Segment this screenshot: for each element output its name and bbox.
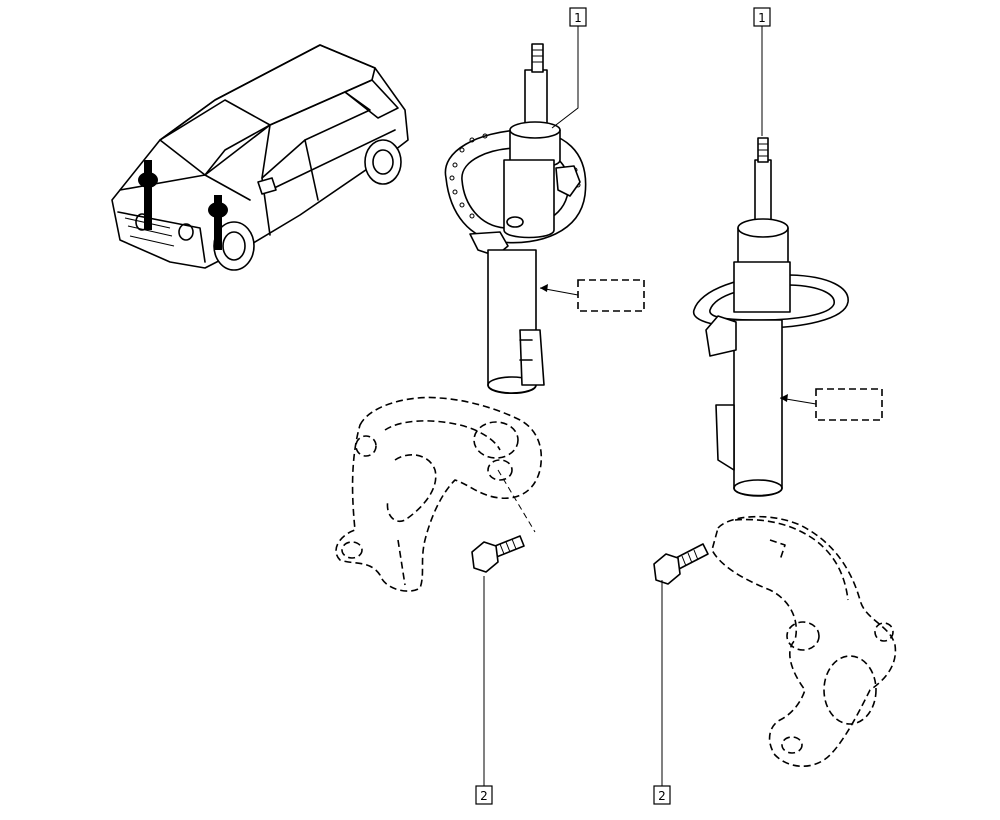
bolt-icon-right [653,543,709,585]
car-locator-icon [111,44,409,271]
bolt-icon [471,535,525,573]
reference-box-left [577,279,645,312]
strut-location-marker-left [138,160,158,230]
steering-knuckle-icon-right [711,515,897,767]
callout-2-right: 2 [653,785,671,805]
strut-location-marker-right [208,195,228,250]
callout-1-left: 1 [569,7,587,27]
steering-knuckle-icon [335,396,542,592]
reference-box-right [815,388,883,421]
svg-text:1: 1 [574,11,582,25]
svg-text:1: 1 [758,11,766,25]
svg-text:2: 2 [480,789,488,803]
callout-1-right: 1 [753,7,771,27]
shock-absorber-icon [444,43,645,394]
callout-2-left: 2 [475,785,493,805]
shock-absorber-icon-right [692,137,883,497]
svg-text:2: 2 [658,789,666,803]
